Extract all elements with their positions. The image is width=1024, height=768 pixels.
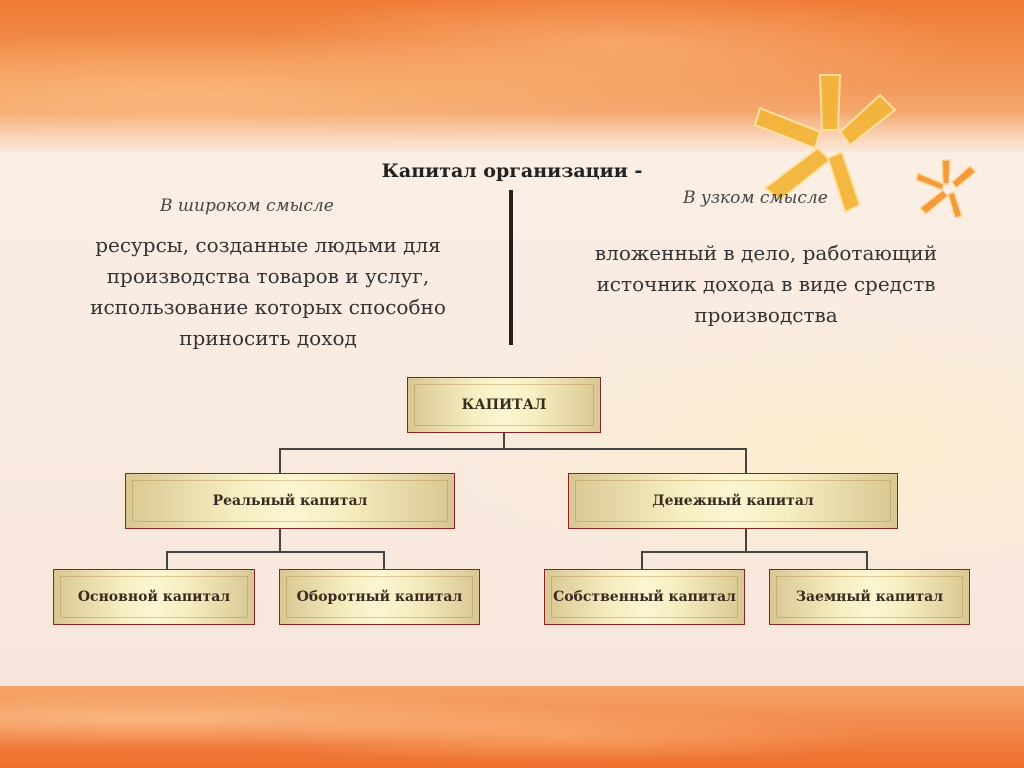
own-capital-label: Собственный капитал: [553, 589, 736, 605]
narrow-sense-heading: В узком смысле: [683, 188, 828, 208]
connector-line: [279, 448, 746, 450]
capital-root-label: КАПИТАЛ: [461, 397, 547, 413]
connector-line: [641, 551, 643, 569]
capital-root-box: КАПИТАЛ: [407, 377, 601, 433]
broad-sense-definition: ресурсы, созданные людьми для производст…: [90, 233, 446, 350]
slide-title: Капитал организации -: [381, 160, 643, 182]
small-star-decoration: [915, 159, 978, 218]
connector-line: [866, 551, 868, 569]
connector-line: [166, 551, 384, 553]
bottom-decorative-band: [0, 686, 1024, 768]
money-capital-box: Денежный капитал: [568, 473, 898, 529]
connector-line: [383, 551, 385, 569]
money-capital-label: Денежный капитал: [652, 493, 814, 509]
connector-line: [745, 528, 747, 551]
connector-line: [745, 448, 747, 473]
fixed-capital-box: Основной капитал: [53, 569, 255, 625]
large-star-decoration: [753, 74, 897, 214]
working-capital-box: Оборотный капитал: [279, 569, 480, 625]
connector-line: [641, 551, 867, 553]
connector-line: [279, 448, 281, 473]
connector-line: [503, 432, 505, 449]
working-capital-label: Оборотный капитал: [296, 589, 463, 605]
borrowed-capital-label: Заемный капитал: [795, 589, 944, 605]
vertical-divider: [509, 190, 513, 345]
own-capital-box: Собственный капитал: [544, 569, 745, 625]
connector-line: [166, 551, 168, 569]
connector-line: [279, 528, 281, 551]
fixed-capital-label: Основной капитал: [77, 589, 231, 605]
broad-sense-heading: В широком смысле: [160, 196, 334, 216]
narrow-sense-definition: вложенный в дело, работающий источник до…: [594, 241, 938, 327]
real-capital-label: Реальный капитал: [212, 493, 368, 509]
real-capital-box: Реальный капитал: [125, 473, 455, 529]
borrowed-capital-box: Заемный капитал: [769, 569, 970, 625]
